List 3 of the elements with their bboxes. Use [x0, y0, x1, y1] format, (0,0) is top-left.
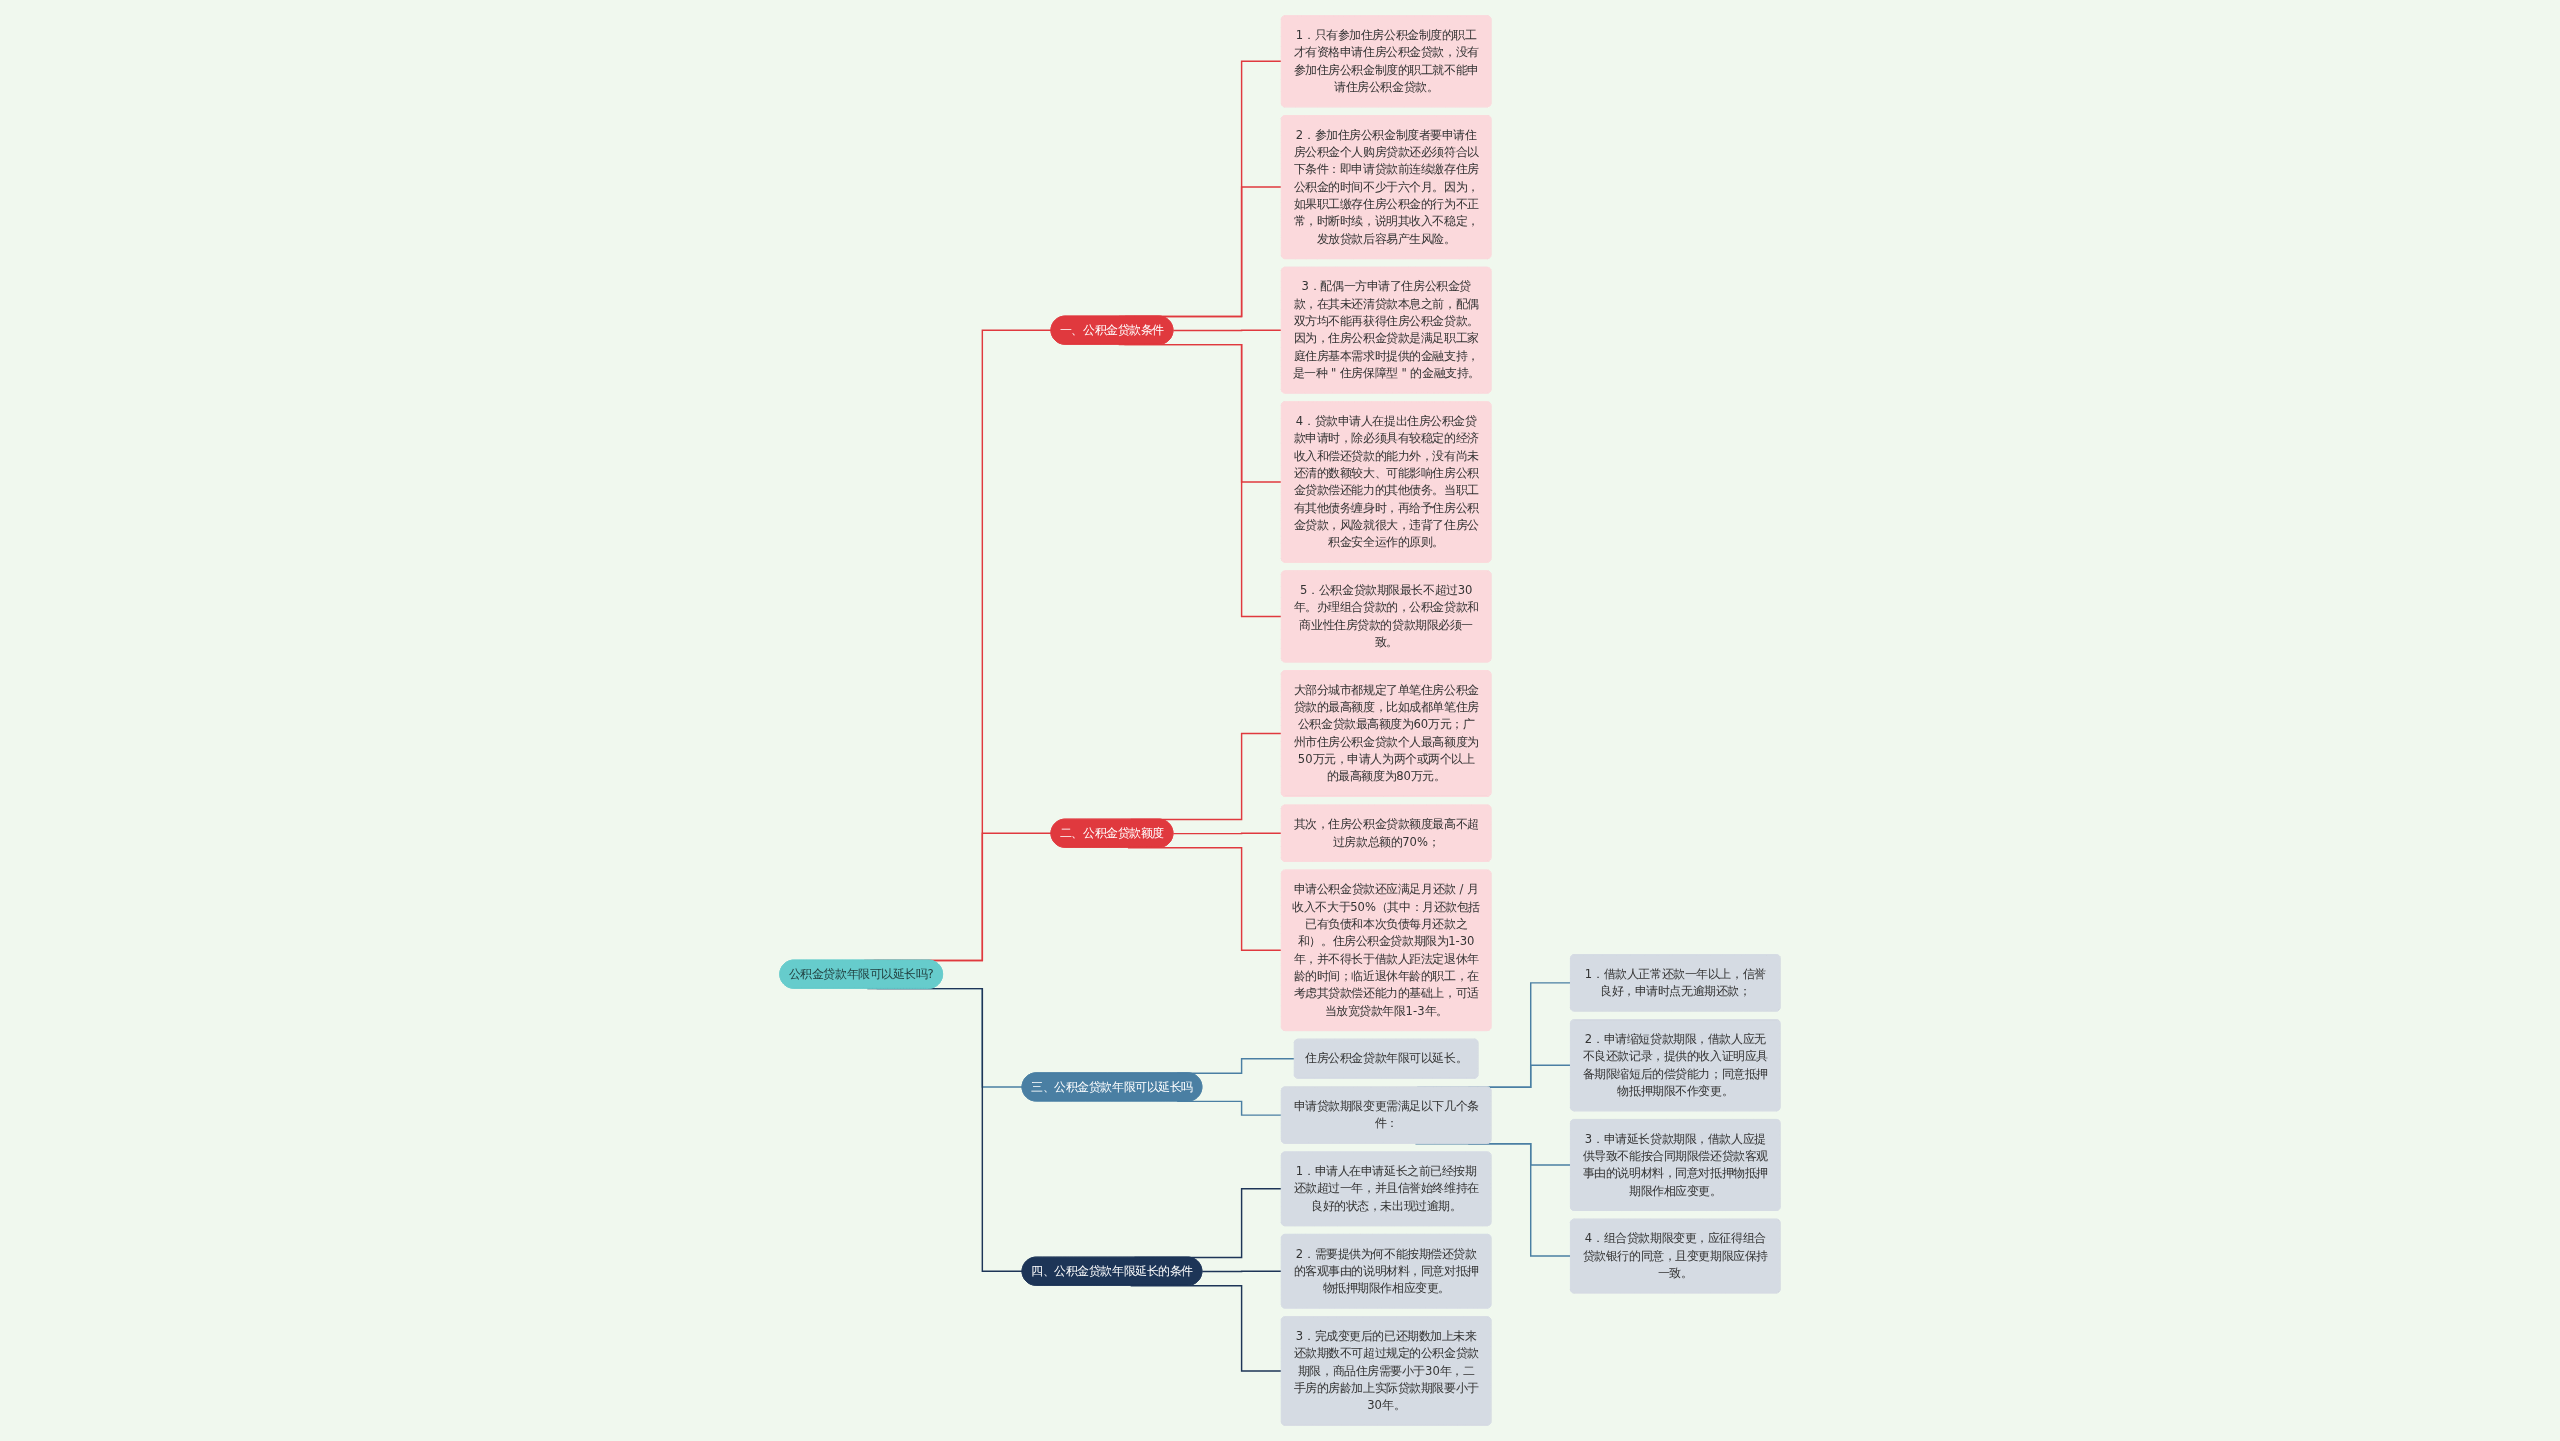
connector: [1172, 329, 1283, 332]
connector: [1172, 832, 1283, 835]
connector: [1201, 1270, 1283, 1273]
